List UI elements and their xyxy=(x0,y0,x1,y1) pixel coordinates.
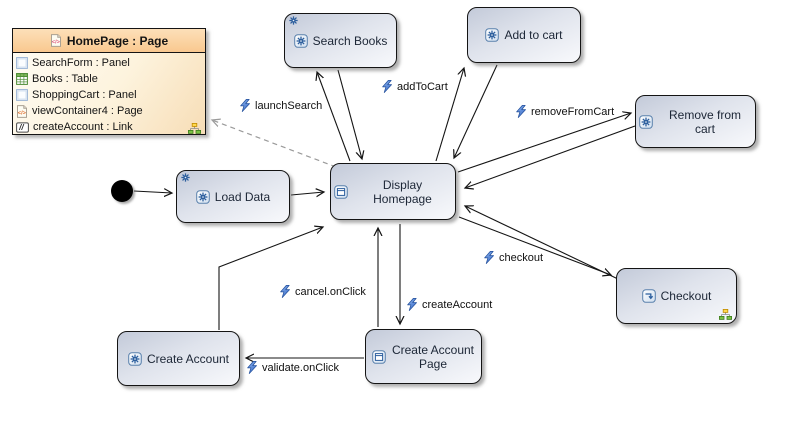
trigger-text: checkout xyxy=(499,251,544,264)
trigger-bolt-icon xyxy=(407,298,417,311)
composite-icon xyxy=(188,123,201,135)
trigger-bolt-icon xyxy=(382,80,392,93)
initial-state-node[interactable] xyxy=(111,180,133,202)
transition-label-removefromcart[interactable]: removeFromCart xyxy=(516,105,614,118)
class-title: HomePage : Page xyxy=(66,33,169,48)
transition-add-to-cart-to-display[interactable] xyxy=(454,64,498,158)
trigger-bolt-icon xyxy=(280,285,290,298)
attribute-viewcontainer4[interactable]: viewContainer4 : Page xyxy=(16,103,202,119)
transition-search-books-to-display[interactable] xyxy=(337,69,362,159)
link-icon xyxy=(16,122,29,133)
attribute-label: ShoppingCart : Panel xyxy=(32,89,137,101)
state-label: Load Data xyxy=(214,189,271,204)
class-homepage-page[interactable]: HomePage : Page SearchForm : Panel Books… xyxy=(12,28,206,135)
transition-display-to-checkout[interactable] xyxy=(458,216,611,275)
attribute-searchform[interactable]: SearchForm : Panel xyxy=(16,55,202,71)
attribute-books[interactable]: Books : Table xyxy=(16,71,202,87)
transition-checkout-to-display[interactable] xyxy=(465,206,619,280)
transition-display-to-remove-from-cart[interactable] xyxy=(457,113,631,173)
action-state-icon xyxy=(485,28,499,42)
gear-icon xyxy=(289,16,298,25)
transition-initial-to-load-data[interactable] xyxy=(133,191,172,193)
state-label: Create Account Page xyxy=(391,342,475,371)
state-label: Create Account xyxy=(146,351,230,366)
transition-remove-from-cart-to-display[interactable] xyxy=(465,125,636,188)
submachine-state-icon xyxy=(642,289,656,303)
state-load-data[interactable]: Load Data xyxy=(176,170,290,223)
transition-label-validate-onclick[interactable]: validate.onClick xyxy=(247,361,339,374)
page-icon xyxy=(16,105,28,118)
action-state-icon xyxy=(639,115,653,129)
attribute-label: viewContainer4 : Page xyxy=(32,105,143,117)
class-header[interactable]: HomePage : Page xyxy=(13,29,205,53)
class-attributes: SearchForm : Panel Books : Table Shoppin… xyxy=(13,53,205,137)
state-label: Checkout xyxy=(660,289,712,303)
transition-create-account-to-display[interactable] xyxy=(218,227,323,330)
state-label: Remove from cart xyxy=(668,107,742,136)
state-search-books[interactable]: Search Books xyxy=(284,13,397,68)
table-icon xyxy=(16,73,28,85)
transition-display-to-add-to-cart[interactable] xyxy=(435,68,464,162)
state-add-to-cart[interactable]: Add to cart xyxy=(467,7,581,63)
state-remove-from-cart[interactable]: Remove from cart xyxy=(635,95,756,148)
state-create-account-page[interactable]: Create Account Page xyxy=(365,329,482,384)
attribute-label: createAccount : Link xyxy=(33,121,133,133)
transition-label-addtocart[interactable]: addToCart xyxy=(382,80,448,93)
state-create-account[interactable]: Create Account xyxy=(117,331,240,386)
panel-icon xyxy=(16,57,28,69)
state-label: Search Books xyxy=(312,33,388,48)
trace-display-to-homepage-class[interactable] xyxy=(212,120,337,168)
page-icon xyxy=(50,34,62,47)
trigger-bolt-icon xyxy=(484,251,494,264)
transition-label-checkout[interactable]: checkout xyxy=(484,251,543,264)
action-state-icon xyxy=(196,190,210,204)
transition-load-data-to-display-homepage[interactable] xyxy=(290,192,324,195)
composite-icon xyxy=(719,309,732,321)
action-state-icon xyxy=(294,34,308,48)
transition-display-to-search-books[interactable] xyxy=(317,72,351,162)
attribute-label: SearchForm : Panel xyxy=(32,57,130,69)
trigger-bolt-icon xyxy=(247,361,257,374)
action-state-icon xyxy=(128,352,142,366)
state-display-homepage[interactable]: Display Homepage xyxy=(330,163,456,220)
trigger-text: launchSearch xyxy=(255,99,323,112)
state-label: Add to cart xyxy=(504,28,563,42)
transition-label-launchsearch[interactable]: launchSearch xyxy=(240,99,322,112)
window-state-icon xyxy=(334,185,348,199)
trigger-bolt-icon xyxy=(240,99,250,112)
attribute-shoppingcart[interactable]: ShoppingCart : Panel xyxy=(16,87,202,103)
trigger-bolt-icon xyxy=(516,105,526,118)
trigger-text: removeFromCart xyxy=(531,105,615,118)
state-label: Display Homepage xyxy=(373,177,432,206)
window-state-icon xyxy=(372,350,386,364)
trigger-text: validate.onClick xyxy=(262,361,340,374)
trigger-text: addToCart xyxy=(397,80,448,93)
gear-icon xyxy=(181,173,190,182)
attribute-createaccount[interactable]: createAccount : Link xyxy=(16,119,202,135)
panel-icon xyxy=(16,89,28,101)
attribute-label: Books : Table xyxy=(32,73,98,85)
trigger-text: createAccount xyxy=(422,298,493,311)
transition-label-createaccount[interactable]: createAccount xyxy=(407,298,492,311)
trigger-text: cancel.onClick xyxy=(295,285,366,298)
state-checkout[interactable]: Checkout xyxy=(616,268,737,324)
transition-label-cancel-onclick[interactable]: cancel.onClick xyxy=(280,285,366,298)
